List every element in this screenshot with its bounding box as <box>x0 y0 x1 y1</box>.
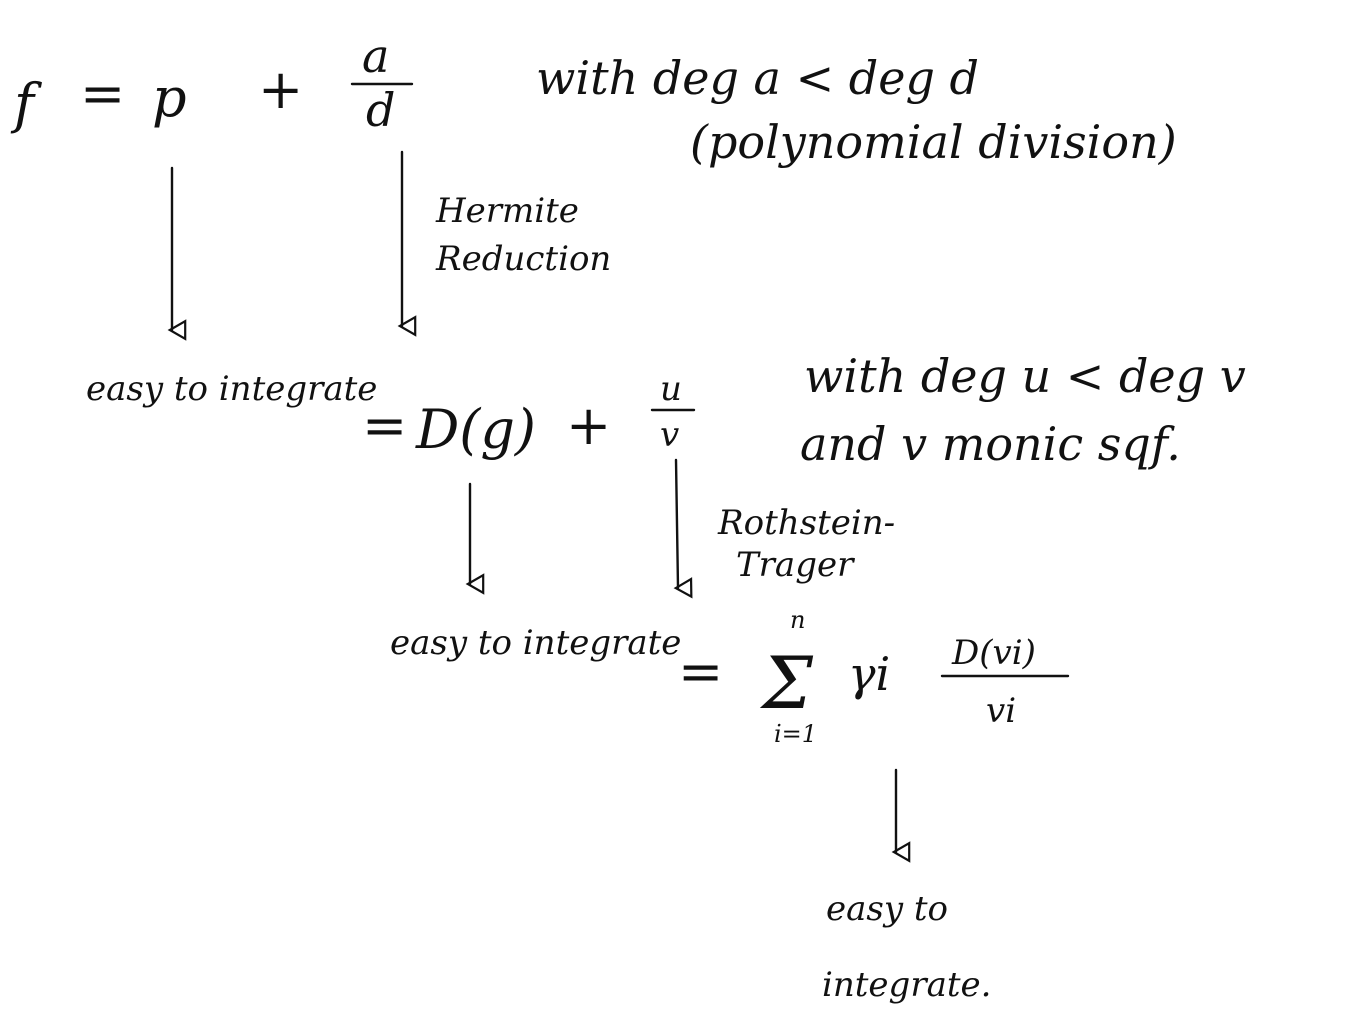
label-integrate: integrate. <box>822 965 991 1005</box>
label-trager: Trager <box>736 545 855 585</box>
equals-sign-2: = <box>362 394 407 457</box>
label-easy-to-integrate-1-text: easy to integrate <box>86 369 377 409</box>
label-hermite: Hermite <box>435 191 579 231</box>
note-polynomial-division: (polynomial division) <box>690 115 1177 169</box>
fraction-denominator-d: d <box>366 83 395 137</box>
fraction-denominator-v: v <box>660 415 679 455</box>
fraction-numerator-u: u <box>660 369 682 409</box>
fraction-denominator-vi: vi <box>986 691 1016 731</box>
plus-sign-1: + <box>258 58 303 121</box>
label-easy-to-integrate-1: easy to integrate <box>86 369 377 409</box>
label-reduction: Reduction <box>435 239 611 279</box>
summation-symbol: Σ <box>759 641 814 725</box>
arrow-rothstein-trager <box>673 458 693 599</box>
sum-upper-limit: n <box>790 606 805 634</box>
condition-v-monic-sqf: and v monic sqf. <box>800 417 1181 471</box>
coefficient-gamma-i: γi <box>848 647 890 701</box>
label-easy-to-integrate-2-text: easy to integrate <box>390 623 681 663</box>
expr-D-of-g: D(g) <box>415 398 536 461</box>
symbol-f: f <box>10 72 42 135</box>
label-easy-to-integrate-2: easy to integrate <box>390 623 681 663</box>
plus-sign-2: + <box>566 394 611 457</box>
equals-sign-1: = <box>80 62 125 125</box>
sum-lower-limit: i=1 <box>774 720 817 748</box>
symbol-p: p <box>152 66 187 129</box>
condition-deg-a-deg-d: with deg a < deg d <box>536 51 979 105</box>
fraction-numerator-a: a <box>362 29 389 83</box>
condition-deg-u-deg-v: with deg u < deg v <box>804 349 1246 403</box>
equals-sign-3: = <box>678 640 723 703</box>
fraction-numerator-D-vi: D(vi) <box>951 633 1036 673</box>
label-rothstein: Rothstein- <box>717 503 895 543</box>
label-easy-to: easy to <box>826 889 948 929</box>
